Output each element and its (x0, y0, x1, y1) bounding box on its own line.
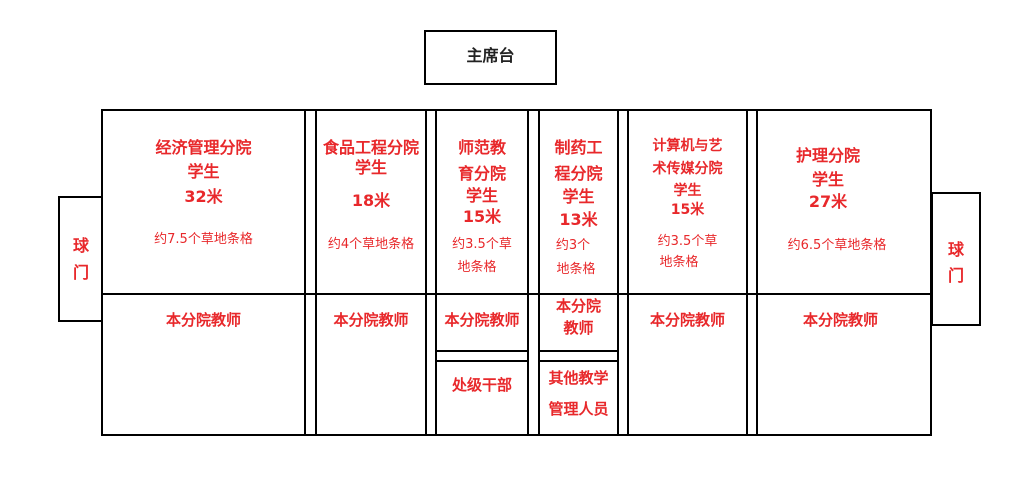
dept-label: 食品工程分院 (322, 138, 419, 157)
dept-label: 师范教 (457, 138, 506, 157)
divider (627, 109, 629, 436)
divider (538, 109, 540, 436)
dept-label: 计算机与艺 (652, 138, 723, 154)
grass-label: 约3.5个草 (452, 237, 512, 252)
dept-label: 制药工 (554, 138, 603, 157)
extra-label: 管理人员 (548, 400, 609, 418)
divider (617, 109, 619, 436)
dept-label: 术传媒分院 (652, 161, 723, 177)
dept-label: 程分院 (554, 164, 603, 183)
left-goal-box (58, 196, 104, 322)
podium-box (424, 30, 557, 85)
divider (425, 109, 427, 436)
grass-label: 地条格 (659, 255, 699, 270)
field-mid-line (101, 293, 932, 295)
divider (527, 109, 529, 436)
teachers-label: 教师 (563, 319, 594, 337)
grass-label: 约4个草地条格 (327, 237, 415, 252)
dept-label: 护理分院 (795, 146, 860, 165)
divider (756, 109, 758, 436)
divider (304, 109, 306, 436)
right-goal-box (931, 192, 981, 326)
students-label: 学生 (187, 162, 220, 181)
grass-label: 地条格 (457, 260, 497, 275)
field-outline (101, 109, 932, 436)
divider (435, 109, 437, 436)
length-label: 32米 (184, 187, 223, 206)
extra-label: 处级干部 (451, 376, 512, 394)
podium-label: 主席台 (466, 46, 515, 65)
grass-label: 约3个 (555, 238, 591, 253)
teachers-label: 本分院教师 (444, 311, 520, 329)
grass-label: 约7.5个草地条格 (154, 232, 253, 247)
dept-label: 经济管理分院 (155, 138, 252, 157)
teachers-label: 本分院 (555, 297, 601, 315)
dept-label: 育分院 (457, 164, 506, 183)
teachers-label: 本分院教师 (802, 311, 878, 329)
extra-label: 其他教学 (548, 369, 609, 387)
students-label: 学生 (465, 186, 498, 205)
divider (315, 109, 317, 436)
students-label: 学生 (562, 187, 595, 206)
left-goal-label-2: 门 (72, 263, 89, 282)
right-goal-label-2: 门 (947, 266, 964, 285)
sub-divider (435, 360, 529, 362)
right-goal-label-1: 球 (947, 240, 964, 259)
length-label: 13米 (559, 210, 598, 229)
length-label: 15米 (670, 202, 705, 218)
length-label: 15米 (462, 207, 502, 226)
length-label: 18米 (351, 191, 391, 210)
grass-label: 约3.5个草 (657, 234, 718, 249)
sub-divider (538, 360, 619, 362)
sub-divider (435, 350, 529, 352)
left-goal-label-1: 球 (72, 236, 89, 255)
grass-label: 地条格 (556, 262, 596, 277)
grass-label: 约6.5个草地条格 (787, 238, 887, 253)
teachers-label: 本分院教师 (333, 311, 409, 329)
sub-divider (538, 350, 619, 352)
teachers-label: 本分院教师 (649, 311, 725, 329)
divider (746, 109, 748, 436)
length-label: 27米 (808, 192, 848, 211)
students-label: 学生 (354, 158, 387, 177)
students-label: 学生 (811, 170, 844, 189)
teachers-label: 本分院教师 (165, 311, 241, 329)
students-label: 学生 (673, 183, 702, 199)
